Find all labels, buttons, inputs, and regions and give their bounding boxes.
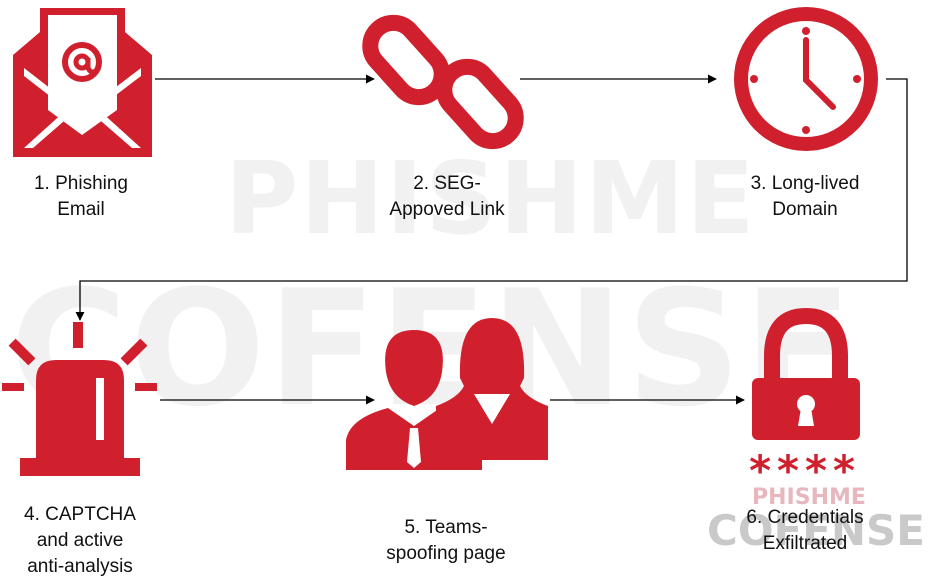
- password-mask: ****: [749, 446, 861, 495]
- padlock-password-icon: [752, 307, 860, 440]
- clock-icon: [734, 7, 878, 151]
- step-6-label: 6. Credentials Exfiltrated: [705, 505, 905, 557]
- step-3-label: 3. Long-lived Domain: [705, 171, 905, 223]
- step-5-line-1: 5. Teams-: [404, 517, 488, 538]
- step-6-line-1: 6. Credentials: [746, 507, 864, 528]
- step-5-label: 5. Teams- spoofing page: [346, 515, 546, 567]
- step-2-line-1: 2. SEG-: [413, 173, 481, 194]
- step-6-line-2: Exfiltrated: [762, 533, 848, 554]
- connector-arrows: [75, 74, 908, 405]
- alarm-siren-icon: [2, 322, 157, 476]
- step-3-line-1: 3. Long-lived: [750, 173, 860, 194]
- step-1-label: 1. Phishing Email: [0, 171, 181, 223]
- envelope-at-icon: [13, 8, 152, 157]
- step-2-label: 2. SEG- Appoved Link: [347, 171, 547, 223]
- step-3-line-2: Domain: [772, 199, 838, 220]
- step-4-line-2: and active: [36, 530, 124, 551]
- step-4-line-1: 4. CAPTCHA: [24, 504, 136, 525]
- chain-link-icon: [362, 14, 524, 150]
- users-icon: [346, 318, 548, 470]
- step-4-label: 4. CAPTCHA and active anti-analysis: [0, 502, 180, 580]
- arrow-3-to-4: [75, 78, 908, 321]
- step-2-line-2: Appoved Link: [389, 199, 505, 220]
- step-5-line-2: spoofing page: [386, 543, 506, 564]
- step-1-line-1: 1. Phishing: [33, 173, 128, 194]
- step-4-line-3: anti-analysis: [27, 556, 133, 577]
- step-1-line-2: Email: [57, 199, 105, 220]
